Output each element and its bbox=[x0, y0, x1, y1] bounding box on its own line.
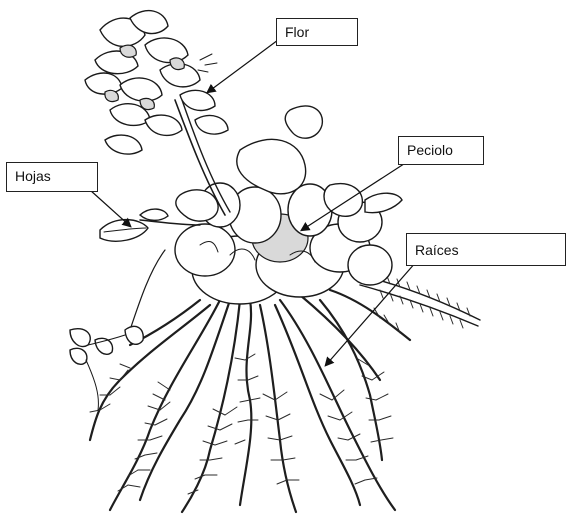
rosette-drawing bbox=[175, 106, 402, 304]
label-raices-text: Raíces bbox=[415, 242, 459, 258]
label-hojas-text: Hojas bbox=[15, 168, 51, 184]
label-hojas: Hojas bbox=[6, 162, 98, 192]
label-flor: Flor bbox=[276, 18, 358, 46]
label-flor-text: Flor bbox=[285, 24, 309, 40]
label-peciolo-text: Peciolo bbox=[407, 142, 453, 158]
pointer-flor bbox=[208, 40, 278, 92]
flower-spike-drawing bbox=[85, 11, 230, 215]
label-peciolo: Peciolo bbox=[398, 136, 484, 165]
pointer-hojas bbox=[90, 190, 130, 226]
label-raices: Raíces bbox=[406, 233, 566, 266]
roots-drawing bbox=[90, 273, 480, 512]
